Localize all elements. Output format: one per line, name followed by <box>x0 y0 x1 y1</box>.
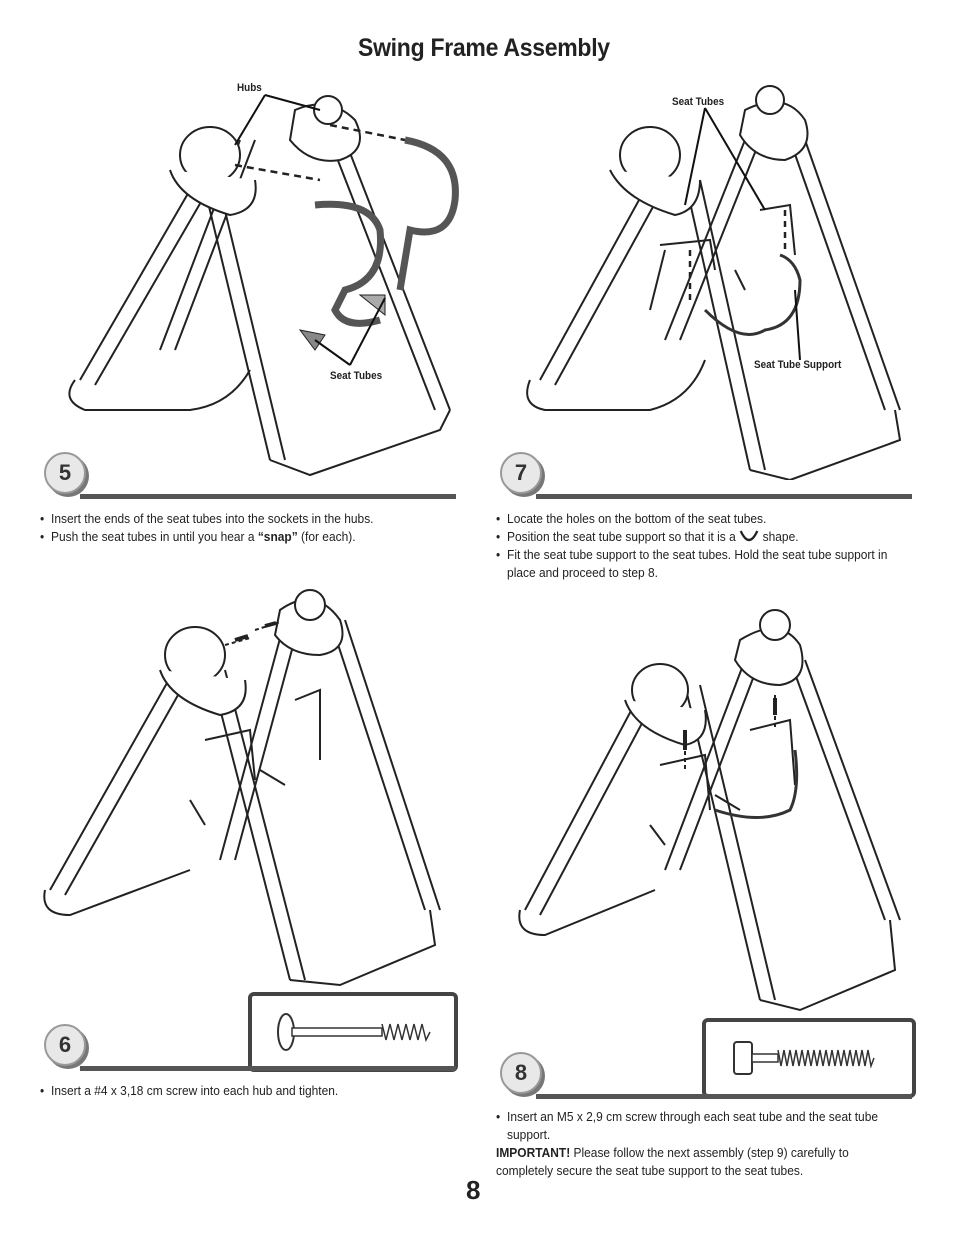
step8-important-note: IMPORTANT! Please follow the next assemb… <box>496 1145 849 1178</box>
step6-illustration <box>43 589 441 987</box>
step7-instructions: Locate the holes on the bottom of the se… <box>496 510 892 582</box>
step7-bullet-1: Locate the holes on the bottom of the se… <box>496 510 892 528</box>
callout-hubs-5: Hubs <box>237 82 262 94</box>
page-number: 8 <box>466 1175 481 1205</box>
step5-bullet-1: Insert the ends of the seat tubes into t… <box>40 510 436 528</box>
page-title: Swing Frame Assembly <box>358 34 610 62</box>
u-shape-icon <box>739 530 759 542</box>
step-number-5: 5 <box>44 452 86 494</box>
step7-illustration <box>526 85 902 480</box>
step7-bullet-2: Position the seat tube support so that i… <box>496 528 892 546</box>
step8-illustration <box>518 609 901 1012</box>
screw-m5x29-icon <box>733 1041 875 1075</box>
step5-illustration <box>68 94 459 477</box>
callout-seat-tube-support-7: Seat Tube Support <box>754 359 842 371</box>
step6-divider <box>80 1066 456 1071</box>
callout-seat-tubes-7: Seat Tubes <box>672 96 725 108</box>
step8-instructions: Insert an M5 x 2,9 cm screw through each… <box>496 1108 882 1180</box>
step-number-8: 8 <box>500 1052 542 1094</box>
callout-seat-tubes-5: Seat Tubes <box>330 370 383 382</box>
snap-emphasis: “snap” <box>257 529 298 544</box>
important-label: IMPORTANT! <box>496 1145 571 1160</box>
step7-divider <box>536 494 912 499</box>
screw-4x318-icon <box>277 1013 431 1051</box>
step5-bullet-2: Push the seat tubes in until you hear a … <box>40 528 436 546</box>
step-number-6: 6 <box>44 1024 86 1066</box>
screw-box-step8 <box>702 1018 916 1098</box>
step6-bullet-1: Insert a #4 x 3,18 cm screw into each hu… <box>40 1082 436 1100</box>
step5-divider <box>80 494 456 499</box>
screw-box-step6 <box>248 992 458 1072</box>
step7-bullet-3: Fit the seat tube support to the seat tu… <box>496 546 892 582</box>
step6-instructions: Insert a #4 x 3,18 cm screw into each hu… <box>40 1082 436 1100</box>
step-number-7: 7 <box>500 452 542 494</box>
step5-instructions: Insert the ends of the seat tubes into t… <box>40 510 436 546</box>
step8-bullet-1: Insert an M5 x 2,9 cm screw through each… <box>496 1108 882 1144</box>
step8-divider <box>536 1094 912 1099</box>
